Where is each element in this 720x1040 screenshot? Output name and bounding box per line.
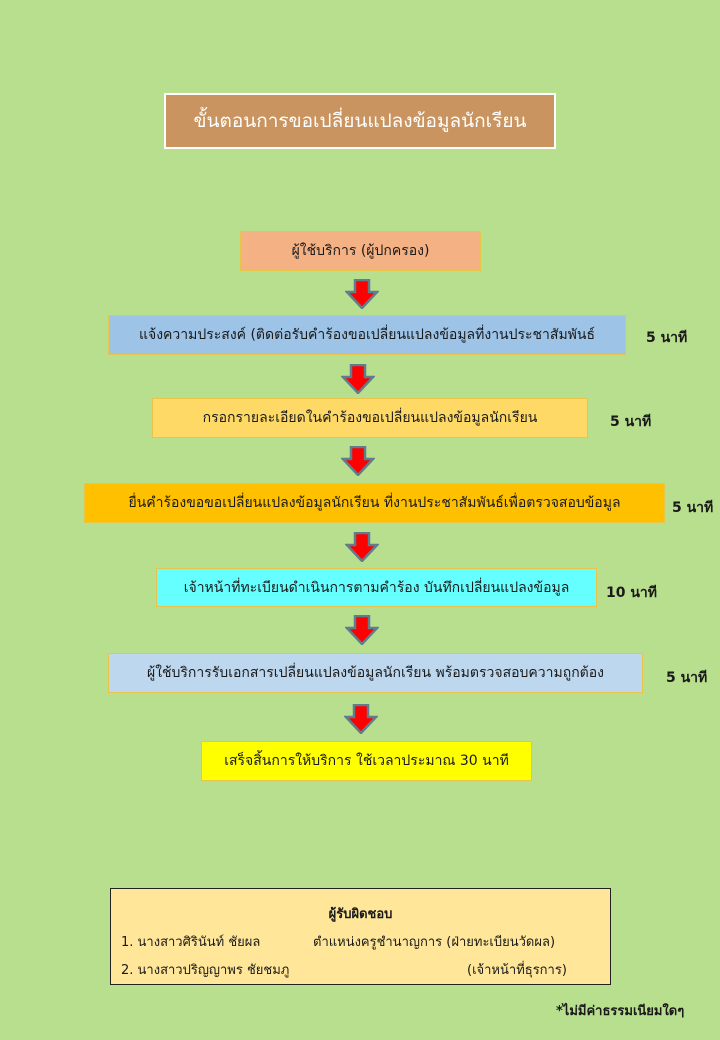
down-arrow-icon bbox=[345, 615, 379, 645]
step-6-box: ผู้ใช้บริการรับเอกสารเปลี่ยนแปลงข้อมูลนั… bbox=[108, 653, 643, 693]
person-1-name: 1. นางสาวศิรินันท์ ชัยผล bbox=[121, 935, 261, 950]
person-2-position: (เจ้าหน้าที่ธุรการ) bbox=[467, 963, 567, 978]
down-arrow-icon bbox=[345, 279, 379, 309]
step-3-box: กรอกรายละเอียดในคำร้องขอเปลี่ยนแปลงข้อมู… bbox=[152, 398, 588, 438]
responsible-heading: ผู้รับผิดชอบ bbox=[328, 907, 393, 922]
responsible-box: ผู้รับผิดชอบ 1. นางสาวศิรินันท์ ชัยผล ตำ… bbox=[110, 888, 611, 985]
step-5-box: เจ้าหน้าที่ทะเบียนดำเนินการตามคำร้อง บัน… bbox=[156, 568, 597, 607]
step-3-time: 5 นาที bbox=[610, 414, 652, 430]
page-title: ขั้นตอนการขอเปลี่ยนแปลงข้อมูลนักเรียน bbox=[164, 93, 556, 149]
step-1-box: ผู้ใช้บริการ (ผู้ปกครอง) bbox=[240, 231, 481, 271]
down-arrow-icon bbox=[345, 532, 379, 562]
down-arrow-icon bbox=[341, 364, 375, 394]
step-4-box: ยื่นคำร้องขอขอเปลี่ยนแปลงข้อมูลนักเรียน … bbox=[84, 483, 665, 523]
fee-note: *ไม่มีค่าธรรมเนียมใดๆ bbox=[556, 1004, 685, 1019]
step-4-time: 5 นาที bbox=[672, 500, 714, 516]
step-2-box: แจ้งความประสงค์ (ติดต่อรับคำร้องขอเปลี่ย… bbox=[108, 315, 626, 355]
step-6-time: 5 นาที bbox=[666, 670, 708, 686]
person-2-name: 2. นางสาวปริญญาพร ชัยชมภู bbox=[121, 963, 290, 978]
step-7-box: เสร็จสิ้นการให้บริการ ใช้เวลาประมาณ 30 น… bbox=[201, 741, 532, 781]
person-1-position: ตำแหน่งครูชำนาญการ (ฝ่ายทะเบียนวัดผล) bbox=[313, 935, 556, 950]
down-arrow-icon bbox=[344, 704, 378, 734]
step-2-time: 5 นาที bbox=[646, 330, 688, 346]
down-arrow-icon bbox=[341, 446, 375, 476]
step-5-time: 10 นาที bbox=[606, 585, 658, 601]
